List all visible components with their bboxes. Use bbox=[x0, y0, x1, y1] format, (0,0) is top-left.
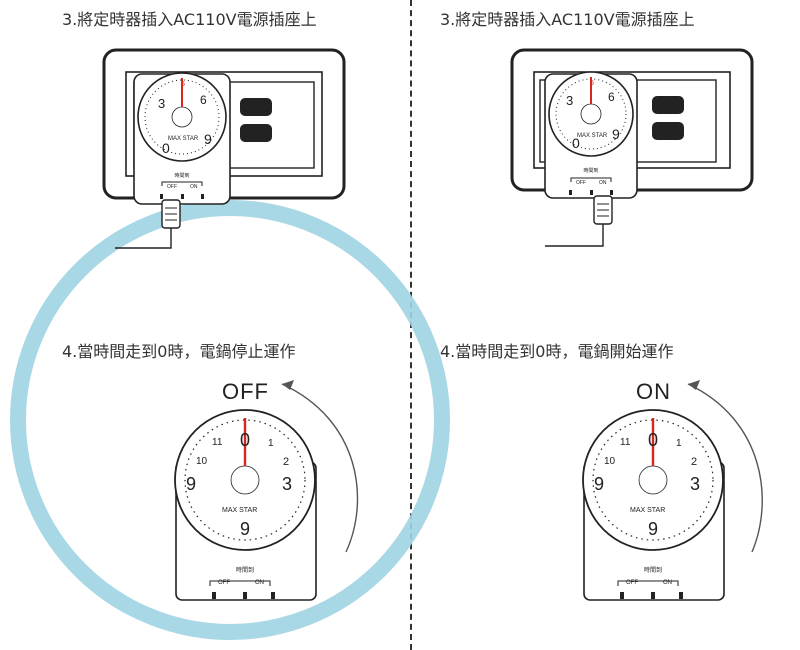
svg-text:0: 0 bbox=[572, 135, 580, 151]
left-bottom-brand: MAX STAR bbox=[222, 507, 257, 514]
left-step3-title: 3.將定時器插入AC110V電源插座上 bbox=[62, 10, 317, 29]
svg-text:0: 0 bbox=[162, 140, 170, 156]
svg-text:5: 5 bbox=[181, 81, 185, 88]
svg-text:3: 3 bbox=[690, 474, 700, 494]
right-step4-title: 4.當時間走到0時，電鍋開始運作 bbox=[440, 342, 674, 361]
svg-text:9: 9 bbox=[594, 474, 604, 494]
svg-text:9: 9 bbox=[240, 519, 250, 539]
left-state-label: OFF bbox=[222, 379, 269, 404]
svg-text:11: 11 bbox=[620, 437, 631, 448]
svg-text:10: 10 bbox=[196, 456, 208, 467]
svg-text:OFF: OFF bbox=[576, 180, 586, 186]
svg-text:10: 10 bbox=[604, 456, 616, 467]
svg-text:ON: ON bbox=[255, 580, 264, 586]
svg-text:11: 11 bbox=[212, 437, 223, 448]
svg-text:OFF: OFF bbox=[167, 184, 177, 190]
svg-text:9: 9 bbox=[186, 474, 196, 494]
svg-text:3: 3 bbox=[566, 93, 573, 108]
svg-text:2: 2 bbox=[283, 456, 289, 468]
svg-text:ON: ON bbox=[599, 180, 607, 186]
svg-text:時間到: 時間到 bbox=[174, 172, 189, 179]
svg-text:0: 0 bbox=[240, 430, 250, 450]
svg-text:9: 9 bbox=[612, 126, 620, 142]
svg-text:0: 0 bbox=[648, 430, 658, 450]
right-step3-title: 3.將定時器插入AC110V電源插座上 bbox=[440, 10, 695, 29]
svg-text:1: 1 bbox=[676, 438, 682, 449]
svg-text:9: 9 bbox=[204, 131, 212, 147]
right-state-label: ON bbox=[636, 379, 671, 404]
svg-text:6: 6 bbox=[200, 93, 207, 107]
svg-text:ON: ON bbox=[663, 580, 672, 586]
svg-text:2: 2 bbox=[691, 456, 697, 468]
svg-text:3: 3 bbox=[282, 474, 292, 494]
svg-text:ON: ON bbox=[190, 184, 198, 190]
svg-text:時間到: 時間到 bbox=[236, 566, 254, 574]
svg-text:9: 9 bbox=[648, 519, 658, 539]
left-step4-title: 4.當時間走到0時，電鍋停止運作 bbox=[62, 342, 296, 361]
right-bottom-brand: MAX STAR bbox=[630, 507, 665, 514]
svg-text:OFF: OFF bbox=[626, 580, 638, 586]
svg-text:OFF: OFF bbox=[218, 580, 230, 586]
svg-text:5: 5 bbox=[590, 80, 594, 87]
left-top-brand: MAX STAR bbox=[168, 136, 199, 142]
svg-text:時間到: 時間到 bbox=[644, 566, 662, 574]
right-top-brand: MAX STAR bbox=[577, 133, 608, 139]
svg-text:時間到: 時間到 bbox=[583, 167, 598, 174]
svg-text:6: 6 bbox=[608, 90, 615, 104]
svg-text:1: 1 bbox=[268, 438, 274, 449]
svg-text:3: 3 bbox=[158, 96, 165, 111]
